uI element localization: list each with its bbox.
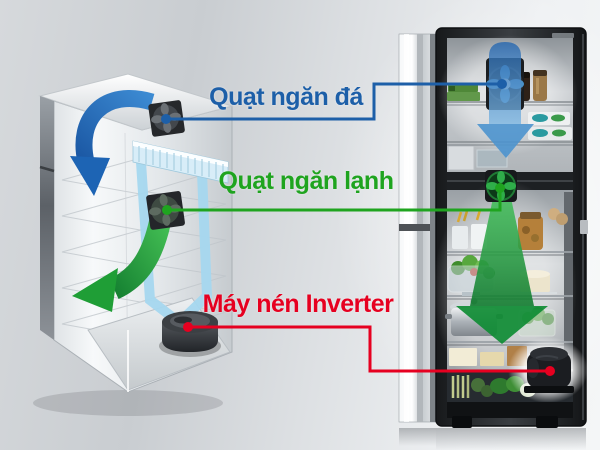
connector-freezer-fan bbox=[166, 82, 502, 121]
pickle-jar bbox=[518, 212, 543, 250]
freezer-compartment bbox=[438, 35, 578, 172]
freezer-tray bbox=[476, 149, 508, 168]
connector-compressor bbox=[188, 325, 550, 373]
open-door-panel bbox=[398, 33, 437, 423]
freezer-bin bbox=[447, 145, 475, 171]
door-split-line bbox=[399, 224, 436, 231]
garlic bbox=[548, 208, 568, 225]
interior-side-rail bbox=[564, 192, 573, 402]
fridge-base bbox=[447, 402, 573, 428]
fridge-air-arrow bbox=[456, 198, 548, 344]
wireframe-fridge-door-edge bbox=[40, 96, 54, 340]
door-reflection bbox=[399, 428, 436, 446]
frozen-boxes bbox=[528, 112, 572, 140]
door-hinge bbox=[580, 220, 588, 234]
connector-fridge-fan bbox=[167, 188, 502, 212]
cabinet-reflection bbox=[436, 428, 586, 450]
photo-fridge bbox=[398, 27, 588, 450]
cups bbox=[452, 209, 487, 249]
wireframe-fridge-shadow bbox=[33, 390, 223, 416]
wireframe-compressor-icon bbox=[159, 311, 221, 357]
label-inverter-compressor: Máy nén Inverter bbox=[202, 290, 394, 318]
label-fridge-fan: Quạt ngăn lạnh bbox=[218, 167, 394, 195]
brand-mark bbox=[552, 33, 574, 38]
label-freezer-fan: Quạt ngăn đá bbox=[209, 83, 363, 111]
door-gap-line bbox=[39, 165, 55, 173]
callout-connectors bbox=[161, 79, 555, 376]
fridge-airflow-arrow bbox=[72, 219, 171, 312]
evaporator-coil bbox=[132, 140, 229, 184]
frozen-food-packs bbox=[447, 84, 480, 101]
wireframe-fridge bbox=[33, 73, 234, 416]
refrigerant-duct bbox=[136, 157, 213, 325]
freezer-airflow-arrow bbox=[70, 90, 155, 196]
fridge-compartment bbox=[433, 170, 588, 403]
